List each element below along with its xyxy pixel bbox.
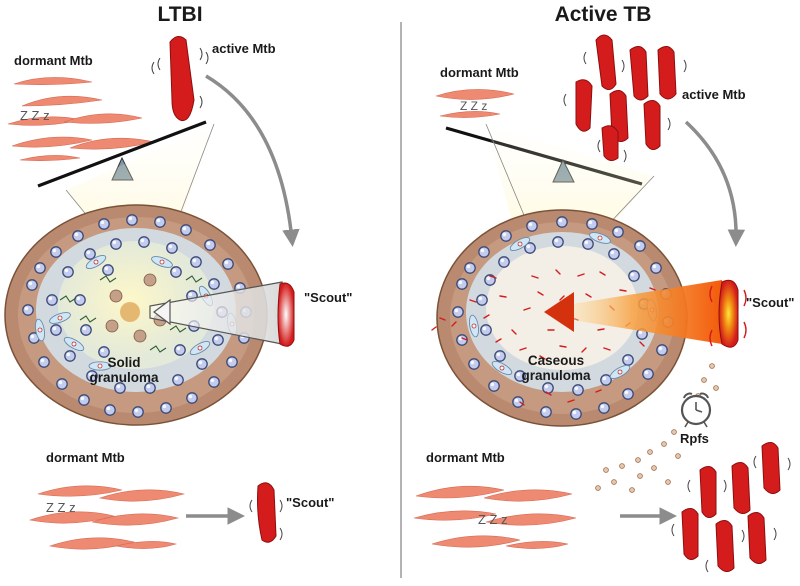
active-mtb-cluster-right xyxy=(575,34,677,162)
active-mtb-motion-lines-bottom-right xyxy=(671,455,791,573)
granuloma-label-right: Caseous granuloma xyxy=(521,353,591,384)
activation-arrow-left xyxy=(205,74,300,247)
granuloma-label-line2: granuloma xyxy=(89,369,159,385)
activation-arrow-right xyxy=(684,120,746,247)
granuloma-label-line1: Caseous xyxy=(527,353,585,368)
dormant-mtb-cluster-bottom-right xyxy=(413,485,577,549)
zzz-icon-bottom-right: Z Z z xyxy=(478,512,508,527)
dormant-mtb-label-left: dormant Mtb xyxy=(14,53,93,68)
active-mtb-cluster-bottom-right xyxy=(681,442,781,572)
scout-mtb-right xyxy=(709,279,747,348)
dormant-mtb-cluster-right xyxy=(435,89,515,118)
active-mtb-motion-lines-right xyxy=(563,51,687,163)
scout-mtb-bottom-left xyxy=(249,482,283,543)
scout-label-left: "Scout" xyxy=(304,290,353,305)
dormant-mtb-label-bottom-left: dormant Mtb xyxy=(46,450,125,465)
dormant-mtb-label-bottom-right: dormant Mtb xyxy=(426,450,505,465)
zzz-icon-left: Z Z z xyxy=(20,108,50,123)
rpfs-label: Rpfs xyxy=(680,431,709,446)
dormant-mtb-cluster-bottom-left xyxy=(28,485,186,550)
solid-granuloma xyxy=(4,204,268,426)
scout-signal-beam-right xyxy=(560,280,722,344)
zzz-icon-right: Z Z z xyxy=(460,99,487,113)
active-mtb-left xyxy=(151,36,209,122)
active-mtb-label-right: active Mtb xyxy=(682,87,746,102)
scout-label-right: "Scout" xyxy=(746,295,795,310)
granuloma-label-line1: Solid xyxy=(107,355,141,370)
granuloma-label-line2: granuloma xyxy=(521,367,591,383)
scout-mtb-left xyxy=(277,282,295,347)
panel-title-ltbi: LTBI xyxy=(157,3,203,26)
panel-title-active-tb: Active TB xyxy=(554,3,652,26)
granuloma-label-left: Solid granuloma xyxy=(89,355,159,386)
alarm-clock-icon xyxy=(680,392,712,428)
dormant-mtb-label-right: dormant Mtb xyxy=(440,65,519,80)
zzz-icon-bottom-left: Z Z z xyxy=(46,500,76,515)
active-mtb-label-left: active Mtb xyxy=(212,41,276,56)
scout-label-bottom-left: "Scout" xyxy=(286,495,335,510)
